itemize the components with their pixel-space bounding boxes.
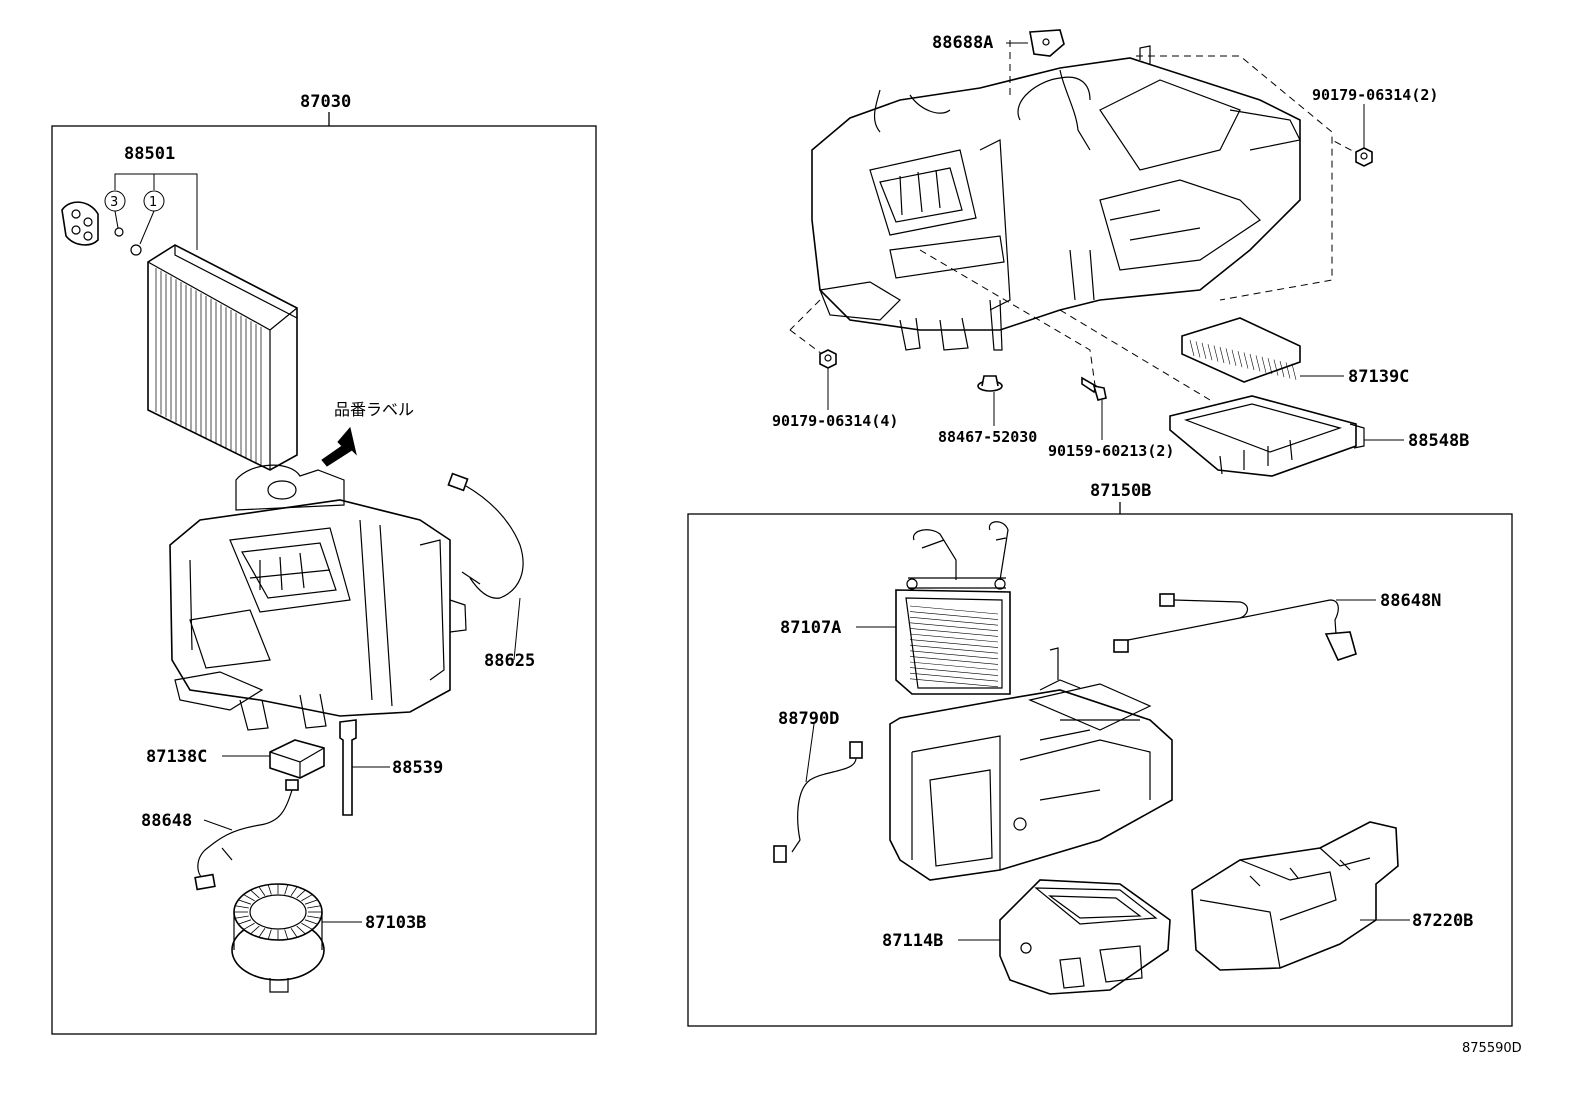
nut-90179-right-part: [1355, 147, 1373, 167]
callout-87114B: 87114B: [882, 931, 943, 951]
assembly-87150B: 87150B 87107A 88648N: [687, 481, 1513, 1027]
drain-hose-88539-part: [339, 719, 357, 816]
heater-core-87107A-part: [895, 521, 1011, 695]
assembly-87150B-frame: [687, 513, 1513, 1027]
hvac-unit-exploded: 88688A: [772, 29, 1469, 477]
bracket-88688A-part: [1029, 29, 1065, 57]
o-ring-large: [130, 244, 142, 256]
callout-90179-06314-2: 90179-06314(2): [1312, 86, 1438, 104]
air-filter-87139C-part: [1181, 317, 1301, 383]
callout-90159-60213-2: 90159-60213(2): [1048, 442, 1174, 460]
assembly-87030-label: 87030: [300, 92, 351, 112]
callout-87138C: 87138C: [146, 747, 207, 767]
callout-87220B: 87220B: [1412, 911, 1473, 931]
nut-90179-left-part: [819, 349, 837, 369]
callout-88539: 88539: [392, 758, 443, 778]
wire-harness-88648N-part: [1113, 593, 1357, 661]
callout-88501: 88501: [124, 144, 175, 164]
blower-motor-87103B-part: [231, 883, 325, 993]
callout-87103B: 87103B: [365, 913, 426, 933]
callout-88467-52030: 88467-52030: [938, 428, 1037, 446]
callout-circle-1-text: 1: [149, 195, 157, 210]
figure-code: 875590D: [1462, 1041, 1522, 1056]
callout-88625: 88625: [484, 651, 535, 671]
hvac-unit-assembled-part: [811, 45, 1301, 351]
grommet-88467-part: [977, 375, 1003, 392]
assembly-87150B-label: 87150B: [1090, 481, 1151, 501]
case-87220B-part: [1191, 821, 1399, 971]
hvac-unit-housing-part: [169, 464, 467, 731]
callout-88548B: 88548B: [1408, 431, 1469, 451]
callout-circle-3-text: 3: [110, 195, 118, 210]
sensor-88790D-part: [773, 741, 863, 863]
blower-resistor-87138C-part: [269, 739, 325, 779]
o-ring-small: [114, 227, 124, 237]
filter-case-88548B-part: [1169, 395, 1365, 477]
sensor-wire-88625-part: [447, 472, 524, 599]
callout-88688A: 88688A: [932, 33, 993, 53]
o-ring-grommet-part: [61, 201, 99, 246]
label-arrow-icon: [321, 426, 357, 467]
japanese-label-note: 品番ラベル: [334, 400, 414, 419]
assembly-87030-frame: [51, 125, 597, 1035]
screw-90159-part: [1081, 376, 1107, 401]
evaporator-core-part: [147, 244, 298, 471]
heater-case-part: [889, 647, 1173, 881]
callout-88790D: 88790D: [778, 709, 839, 729]
assembly-87030: 87030 88501 3 1 品番ラベル: [51, 92, 597, 1035]
callout-88648N: 88648N: [1380, 591, 1441, 611]
callout-87107A: 87107A: [780, 618, 841, 638]
wire-harness-88648-part: [194, 779, 299, 891]
duct-87114B-part: [999, 879, 1171, 995]
callout-88648: 88648: [141, 811, 192, 831]
callout-90179-06314-4: 90179-06314(4): [772, 412, 898, 430]
callout-87139C: 87139C: [1348, 367, 1409, 387]
